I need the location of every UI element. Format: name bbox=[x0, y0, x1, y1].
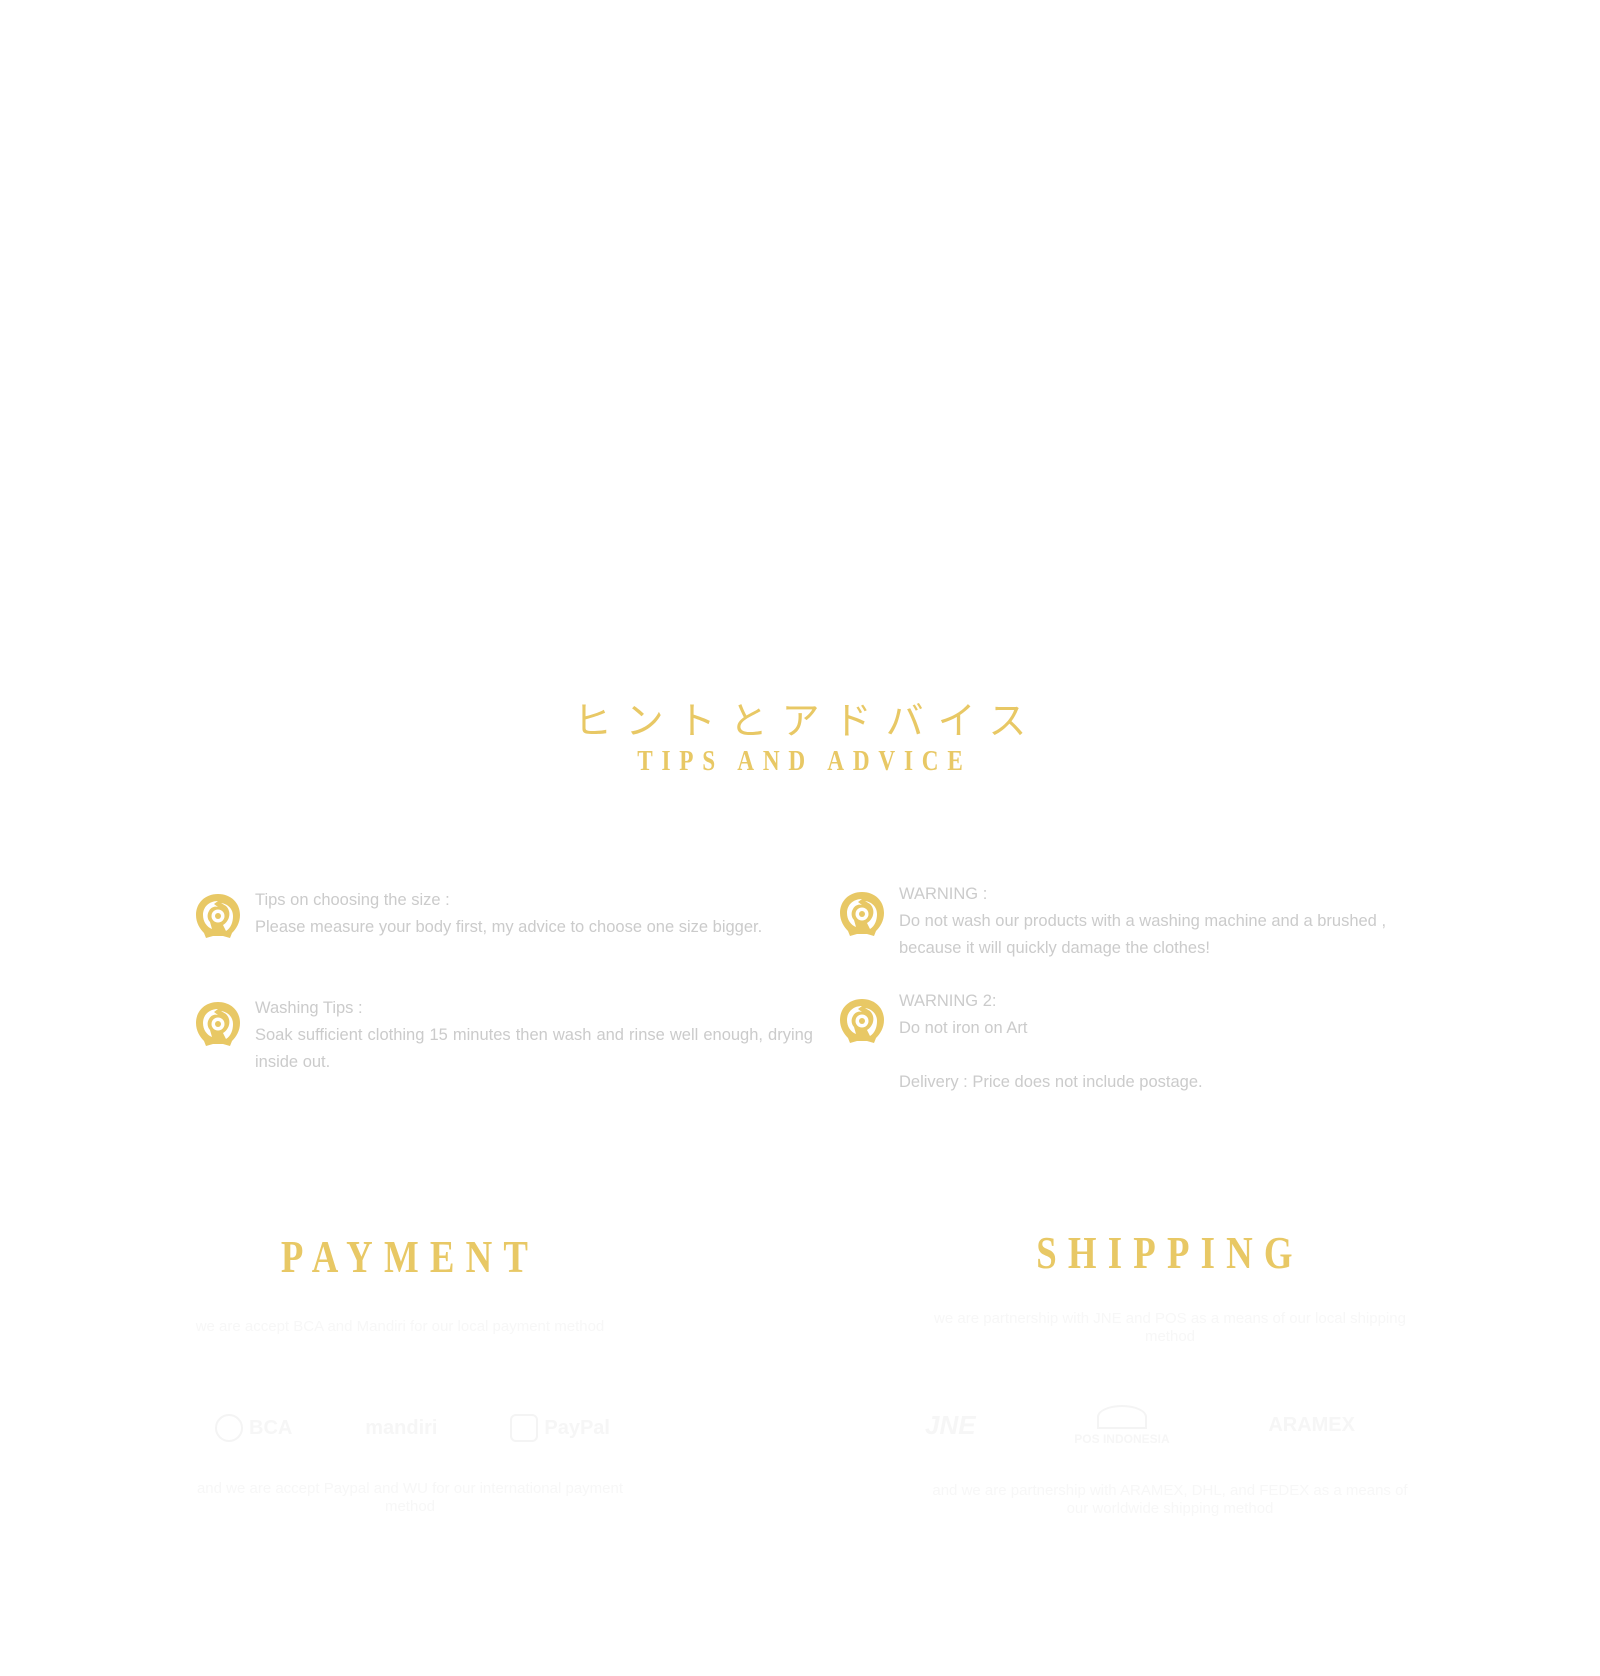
delivery-note: Delivery : Price does not include postag… bbox=[899, 1073, 1203, 1091]
tip-item-warning: WARNING : Do not wash our products with … bbox=[837, 881, 1437, 962]
tip-heading: Tips on choosing the size : bbox=[255, 891, 450, 909]
spacer bbox=[899, 1042, 1203, 1069]
tip-text: Tips on choosing the size : Please measu… bbox=[255, 887, 762, 941]
pos-eagle-icon bbox=[1096, 1404, 1147, 1429]
dota-logo-icon bbox=[193, 999, 243, 1049]
payment-international-text: and we are accept Paypal and WU for our … bbox=[196, 1480, 624, 1515]
paypal-logo-text: PayPal bbox=[544, 1416, 610, 1439]
tip-text: WARNING : Do not wash our products with … bbox=[899, 881, 1437, 962]
bca-logo: BCA bbox=[215, 1414, 292, 1442]
tip-heading: WARNING 2: bbox=[899, 992, 997, 1010]
tip-text: Washing Tips : Soak sufficient clothing … bbox=[255, 995, 813, 1076]
tip-heading: WARNING : bbox=[899, 885, 988, 903]
dota-logo-icon bbox=[193, 891, 243, 941]
jne-logo-text: JNE bbox=[925, 1409, 976, 1440]
tip-body: Do not wash our products with a washing … bbox=[899, 912, 1387, 957]
tip-item-washing: Washing Tips : Soak sufficient clothing … bbox=[193, 995, 813, 1076]
tip-body: Soak sufficient clothing 15 minutes then… bbox=[255, 1026, 813, 1071]
tip-item-size: Tips on choosing the size : Please measu… bbox=[193, 887, 813, 941]
tip-text: WARNING 2: Do not iron on Art Delivery :… bbox=[899, 988, 1203, 1096]
payment-title: PAYMENT bbox=[280, 1231, 540, 1282]
bca-logo-text: BCA bbox=[249, 1416, 293, 1439]
shipping-international-text: and we are partnership with ARAMEX, DHL,… bbox=[932, 1482, 1408, 1517]
payment-local-text: we are accept BCA and Mandiri for our lo… bbox=[195, 1318, 605, 1335]
tips-title-japanese: ヒントとアドバイス bbox=[573, 699, 1041, 743]
aramex-logo-text: ARAMEX bbox=[1268, 1413, 1355, 1436]
paypal-logo: PayPal bbox=[510, 1414, 610, 1442]
mandiri-logo: mandiri bbox=[365, 1417, 437, 1440]
tips-title-english: TIPS AND ADVICE bbox=[637, 745, 972, 777]
tip-heading: Washing Tips : bbox=[255, 999, 363, 1017]
tip-item-warning-2: WARNING 2: Do not iron on Art Delivery :… bbox=[837, 988, 1437, 1096]
mandiri-logo-text: mandiri bbox=[365, 1416, 438, 1439]
shipping-logos: JNE POS INDONESIA ARAMEX bbox=[925, 1395, 1355, 1455]
bca-icon bbox=[215, 1414, 243, 1442]
tip-body: Do not iron on Art bbox=[899, 1019, 1028, 1037]
paypal-icon bbox=[510, 1414, 539, 1442]
dota-logo-icon bbox=[837, 889, 887, 939]
pos-indonesia-logo: POS INDONESIA bbox=[1074, 1404, 1170, 1446]
tip-body: Please measure your body first, my advic… bbox=[255, 918, 763, 936]
tips-heading: ヒントとアドバイス TIPS AND ADVICE bbox=[0, 698, 1600, 778]
shipping-local-text: we are partnership with JNE and POS as a… bbox=[934, 1310, 1406, 1345]
shipping-title: SHIPPING bbox=[1036, 1227, 1304, 1278]
jne-logo: JNE bbox=[925, 1410, 976, 1441]
aramex-logo: ARAMEX bbox=[1268, 1414, 1355, 1437]
dota-logo-icon bbox=[837, 996, 887, 1046]
payment-logos: BCA mandiri PayPal bbox=[215, 1408, 610, 1448]
pos-logo-text: POS INDONESIA bbox=[1074, 1431, 1170, 1446]
